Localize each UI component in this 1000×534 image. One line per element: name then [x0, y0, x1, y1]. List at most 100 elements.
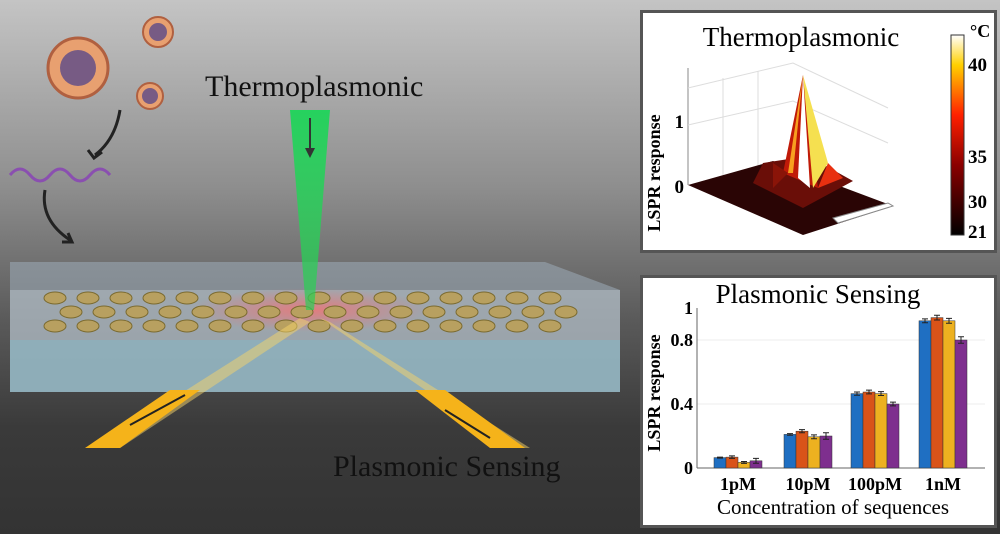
nanodisk — [92, 305, 116, 319]
nanodisk — [472, 319, 496, 333]
nanodisk — [307, 319, 331, 333]
y-tick-label: 1 — [684, 298, 693, 318]
error-bar — [946, 317, 952, 324]
bar — [713, 457, 727, 469]
bar — [862, 391, 876, 469]
bar — [886, 403, 900, 469]
nanodisk — [538, 319, 562, 333]
bar — [918, 320, 932, 469]
laser-beam — [290, 110, 330, 310]
error-bar — [890, 401, 896, 407]
nanodisk — [109, 319, 133, 333]
surface-plot — [688, 75, 895, 235]
error-bar — [729, 455, 735, 459]
nanodisk — [241, 291, 265, 305]
thermoplasmonic-chart: Thermoplasmonic LSPR response 1 0 °C 40 … — [644, 21, 990, 243]
x-tick-label: 1nM — [925, 474, 961, 494]
nanodisk — [340, 319, 364, 333]
bar — [807, 436, 821, 469]
nanodisk — [224, 305, 248, 319]
bar — [795, 430, 809, 469]
nanodisk — [538, 291, 562, 305]
nanodisk — [257, 305, 281, 319]
chart-title: Plasmonic Sensing — [716, 279, 921, 309]
nanodisk — [142, 319, 166, 333]
plasmonic-sensing-panel: Plasmonic Sensing LSPR response Concentr… — [640, 275, 997, 528]
bar — [954, 339, 968, 469]
nanodisk — [76, 291, 100, 305]
nanodisk — [208, 319, 232, 333]
y-axis-label: LSPR response — [644, 114, 664, 231]
nanodisk — [76, 319, 100, 333]
nanodisk — [340, 291, 364, 305]
y-tick-label: 0 — [684, 458, 693, 478]
sensor-illustration — [8, 16, 620, 448]
bar — [930, 317, 944, 469]
nanodisk — [43, 291, 67, 305]
error-bar — [787, 433, 793, 436]
colorbar — [950, 34, 965, 236]
error-bar — [854, 391, 860, 396]
nanodisk — [323, 305, 347, 319]
arrow-icon — [42, 109, 122, 244]
nanodisk — [208, 291, 232, 305]
nanodisk — [43, 319, 67, 333]
nanodisk — [488, 305, 512, 319]
nanodisk — [274, 291, 298, 305]
bar — [819, 435, 833, 469]
nanodisk — [472, 291, 496, 305]
nanodisk — [406, 319, 430, 333]
thermoplasmonic-label: Thermoplasmonic — [205, 70, 424, 103]
rna-strand — [8, 167, 112, 183]
x-tick-label: 1pM — [720, 474, 756, 494]
nanodisk — [373, 319, 397, 333]
z-tick: 0 — [675, 177, 685, 198]
nanodisk — [241, 319, 265, 333]
error-bar — [958, 336, 964, 344]
nanodisk — [521, 305, 545, 319]
nanodisk — [439, 319, 463, 333]
error-bar — [878, 391, 884, 397]
bar — [783, 434, 797, 469]
y-tick-label: 0.8 — [671, 330, 694, 350]
nanodisk — [455, 305, 479, 319]
x-tick-label: 100pM — [848, 474, 902, 494]
nanodisk — [439, 291, 463, 305]
y-tick-label: 0.4 — [671, 394, 694, 414]
nanodisk — [158, 305, 182, 319]
colorbar-tick: 40 — [968, 55, 987, 76]
error-bar — [922, 318, 928, 324]
chart-title: Thermoplasmonic — [703, 22, 899, 52]
error-bar — [799, 429, 805, 434]
error-bar — [717, 456, 723, 459]
x-tick-label: 10pM — [786, 474, 831, 494]
nanodisk — [125, 305, 149, 319]
z-tick: 1 — [675, 112, 685, 133]
bar — [850, 393, 864, 469]
plasmonic-sensing-chart: Plasmonic Sensing LSPR response Concentr… — [644, 279, 985, 519]
nanodisk — [505, 319, 529, 333]
bar — [942, 320, 956, 469]
nanodisk — [422, 305, 446, 319]
error-bar — [753, 457, 759, 464]
bar — [874, 393, 888, 469]
nanodisk — [191, 305, 215, 319]
gold-nanoislands — [43, 291, 578, 333]
colorbar-tick: 30 — [968, 192, 987, 213]
nanodisk — [406, 291, 430, 305]
y-axis-label: LSPR response — [644, 334, 664, 451]
nanodisk — [109, 291, 133, 305]
colorbar-tick: 35 — [968, 147, 987, 168]
x-axis-label: Concentration of sequences — [717, 495, 949, 519]
nanodisk — [373, 291, 397, 305]
nanodisk — [175, 291, 199, 305]
nanodisk — [389, 305, 413, 319]
colorbar-tick: 21 — [968, 222, 987, 243]
error-bar — [811, 434, 817, 440]
nanodisk — [356, 305, 380, 319]
colorbar-unit: °C — [970, 21, 990, 41]
virus-icon — [46, 16, 174, 110]
nanodisk — [59, 305, 83, 319]
plasmonic-sensing-label: Plasmonic Sensing — [333, 450, 561, 483]
nanodisk — [554, 305, 578, 319]
